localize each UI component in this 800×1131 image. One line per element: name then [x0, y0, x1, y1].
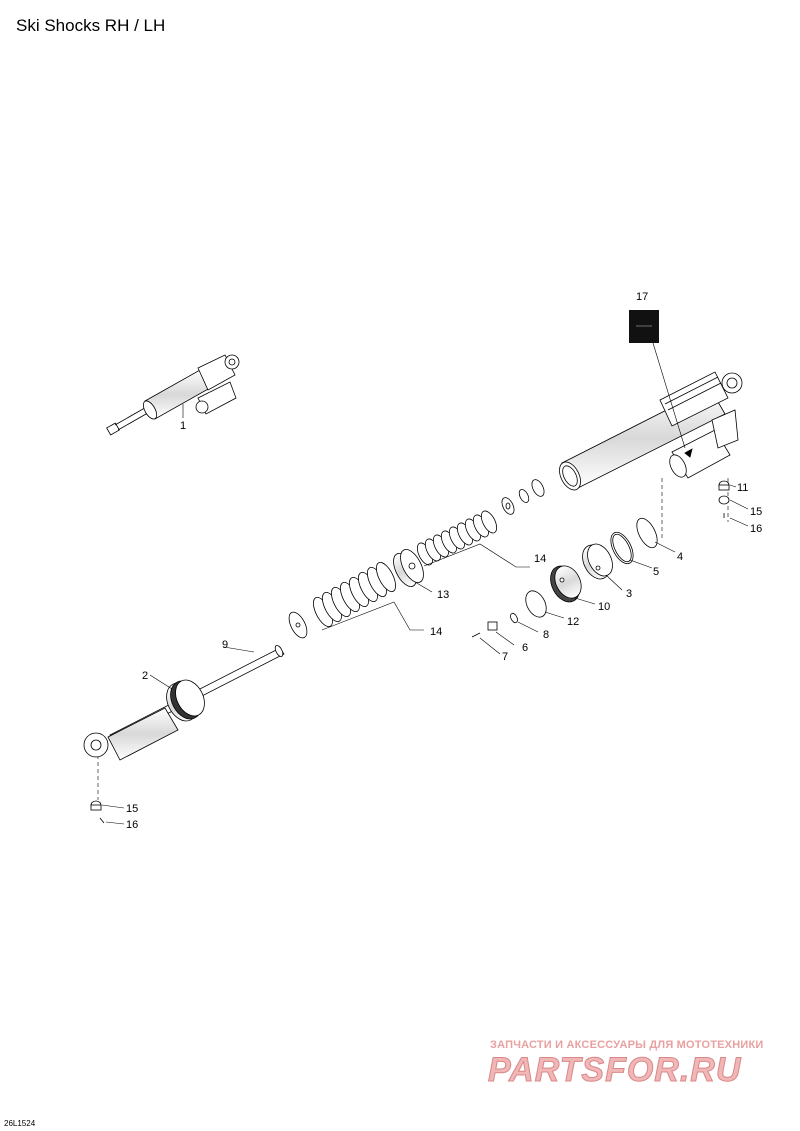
callout-7: 7 [502, 651, 508, 663]
shock-assembly-thumbnail [106, 354, 240, 436]
callout-4: 4 [677, 551, 683, 563]
drawing-code: 26L1524 [4, 1119, 36, 1128]
watermark-tagline: ЗАПЧАСТИ И АКСЕССУАРЫ ДЛЯ МОТОТЕХНИКИ [490, 1039, 764, 1051]
watermark-logo: PARTSFOR.RU [487, 1051, 742, 1090]
callout-9: 9 [222, 639, 228, 651]
callout-8: 8 [543, 629, 549, 641]
callout-13: 13 [437, 589, 449, 601]
callout-10: 10 [598, 601, 610, 613]
piston [393, 549, 424, 587]
callout-11: 11 [737, 482, 748, 494]
callout-1: 1 [180, 420, 186, 432]
callout-15-top: 15 [750, 506, 762, 518]
shock-body [559, 371, 743, 491]
callout-16-bottom: 16 [126, 819, 138, 831]
callout-14-upper: 14 [534, 553, 546, 565]
label-decal [629, 310, 659, 343]
diagram-title: Ski Shocks RH / LH [16, 16, 166, 35]
nut-and-washers [501, 479, 545, 515]
callout-5: 5 [653, 566, 659, 578]
callout-17: 17 [636, 291, 648, 303]
spring-stack-upper [416, 510, 498, 566]
valve-components [471, 517, 658, 638]
callout-16-top: 16 [750, 523, 762, 535]
callout-2: 2 [142, 670, 148, 682]
nut-washer-bolt-top [718, 480, 730, 518]
nut-washer-bolt-bottom [90, 800, 105, 824]
callout-14-lower: 14 [430, 626, 442, 638]
callout-6: 6 [522, 642, 528, 654]
callout-12: 12 [567, 616, 579, 628]
spring-stack-lower [288, 561, 396, 639]
callout-3: 3 [626, 588, 632, 600]
end-cap-assembly [83, 679, 205, 761]
callout-15-bottom: 15 [126, 803, 138, 815]
